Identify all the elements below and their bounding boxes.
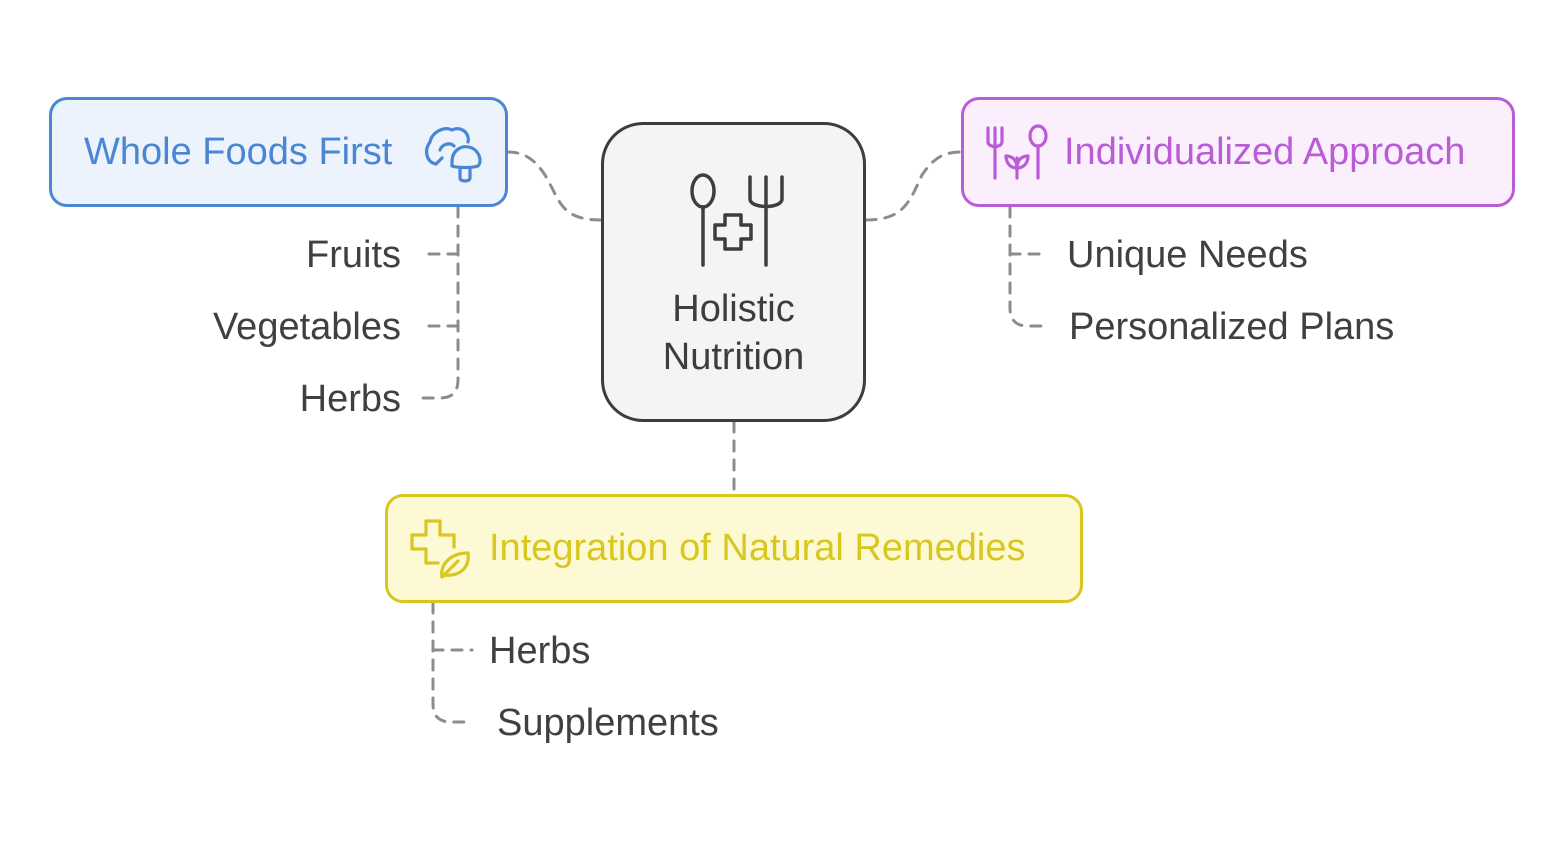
leaf-herbs-whole-foods: Herbs	[299, 378, 401, 420]
individualized-box: Individualized Approach	[961, 97, 1515, 207]
individualized-label: Individualized Approach	[1064, 130, 1466, 173]
leaf-vegetables: Vegetables	[212, 306, 401, 348]
connector-center-individualized	[864, 150, 963, 222]
connector-center-whole-foods	[506, 150, 603, 222]
leaf-herbs-remedies: Herbs	[489, 630, 591, 672]
leaf-personalized-plans: Personalized Plans	[1069, 306, 1395, 348]
center-title-line1: Holistic	[672, 288, 795, 330]
remedies-label: Integration of Natural Remedies	[489, 527, 1026, 569]
medical-cross-leaf-icon	[408, 517, 474, 586]
center-title: Holistic Nutrition	[604, 285, 863, 381]
fork-spoon-medical-cross-icon	[684, 169, 788, 274]
leaf-unique-needs: Unique Needs	[1067, 234, 1308, 276]
remedies-box: Integration of Natural Remedies	[385, 494, 1083, 603]
connector-remedies-trunk	[431, 601, 474, 724]
mushroom-icon	[422, 122, 484, 189]
leaf-fruits: Fruits	[306, 234, 401, 276]
connector-whole-foods-trunk	[418, 205, 460, 400]
center-node: Holistic Nutrition	[601, 122, 866, 422]
utensils-leaf-icon	[984, 122, 1050, 189]
leaf-supplements: Supplements	[497, 702, 719, 744]
whole-foods-box: Whole Foods First	[49, 97, 508, 207]
center-title-line2: Nutrition	[662, 336, 805, 378]
whole-foods-label: Whole Foods First	[84, 130, 393, 173]
connector-individualized-trunk	[1008, 205, 1050, 328]
